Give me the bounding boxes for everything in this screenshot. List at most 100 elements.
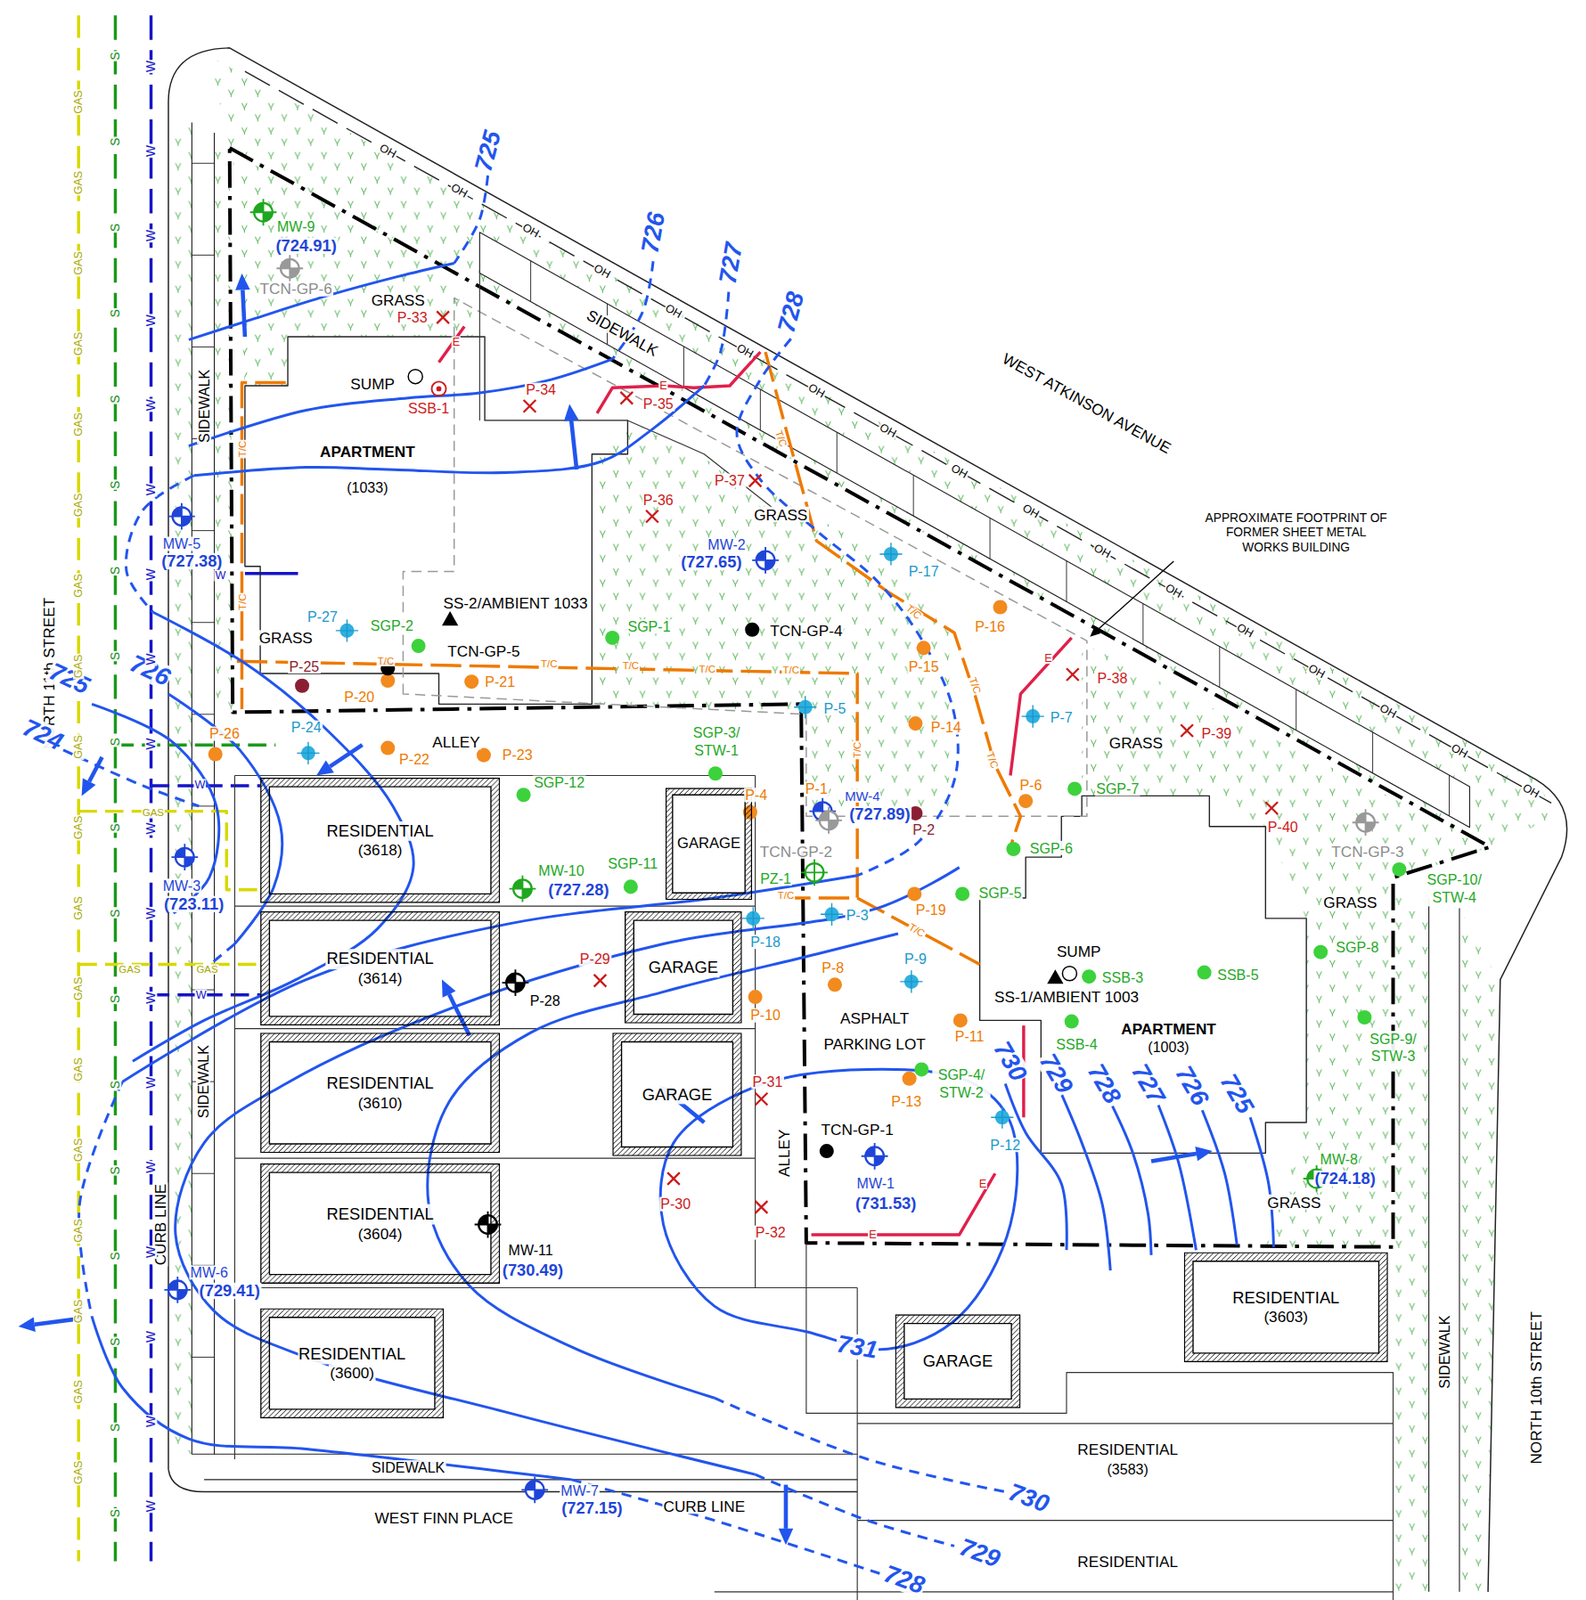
soil-gas-point [1197,965,1212,981]
utility-label: W [145,1245,158,1259]
map-label: (1033) [345,480,390,495]
piezometer-cross [879,542,902,565]
contour-line [91,703,220,914]
boring-label: P-32 [754,1226,787,1241]
building-name: RESIDENTIAL [325,949,434,970]
map-label: RESIDENTIAL [1076,1441,1179,1457]
contour-line [571,1479,880,1574]
sump-symbol [408,369,423,385]
building-name: GARAGE [922,1351,995,1372]
wall-hatch [261,1163,500,1284]
utility-label: GAS [73,331,85,358]
map-label: GRASS [1322,894,1378,910]
utility-label: S [109,822,123,833]
boring-label: P-16 [973,619,1006,634]
monitoring-well [752,547,779,574]
boring-label: P-30 [659,1197,692,1212]
building-name: RESIDENTIAL [325,1204,434,1225]
lot-line [234,906,755,908]
map-label: SS-1/AMBIENT 1003 [993,989,1140,1005]
utility-label: W [145,482,158,497]
map-label: MW-11 [506,1242,554,1258]
utility-label: GAS [141,808,165,818]
utility-label: S [109,1079,123,1090]
boring-x [1180,724,1194,737]
soil-gas-point [708,766,723,781]
boring-x [620,392,633,405]
utility-label: W [145,313,158,328]
utility-label: S [109,1337,123,1348]
boring-label: T/C [966,675,983,696]
building: RESIDENTIAL(3618) [260,777,500,904]
soil-gas-point [604,630,620,646]
contour-label: 728 [880,1561,930,1599]
sample-point-label: SGP-1 [626,619,671,634]
utility-label: W [145,567,158,581]
monitoring-well-cross [163,1276,191,1304]
map-label: WEST ATKINSON AVENUE [999,350,1176,457]
water-line [245,572,299,575]
soil-gas-point [1005,842,1021,857]
piezometer-label: P-3 [845,907,870,923]
contour-line [91,1316,572,1480]
boring-label: P-33 [396,310,429,325]
lot-line [234,1287,858,1289]
map-label: RESIDENTIAL [1076,1553,1179,1570]
utility-label: GAS [73,654,85,680]
sample-point-label: SGP-12 [532,776,586,791]
utility-label: W [145,1076,158,1090]
soil-gas-point [623,879,638,894]
soil-boring-cross [276,254,303,282]
well-label: (727.65) [679,554,744,571]
map-label: TCN-GP-1 [819,1121,894,1137]
telecom-line [765,351,1021,848]
map-label: SIDEWALK [370,1460,447,1475]
soil-boring [276,254,303,282]
contour-label: 730 [1004,1479,1054,1517]
sidewalk-edge [204,1479,858,1480]
soil-gas-point [1067,781,1082,796]
well-label: MW-4 [843,789,882,803]
building: GARAGE [895,1314,1022,1408]
boring-label: P-21 [483,674,516,689]
utility-label: S [109,308,123,319]
map-label: APARTMENT [318,443,417,459]
sidewalk-edge [1428,898,1430,1593]
map-label: WEST FINN PLACE [373,1510,515,1526]
utility-label: GAS [73,1459,85,1486]
utility-label: S [109,1508,123,1519]
utility-label: GAS [73,1218,85,1244]
utility-label: GAS [73,572,85,599]
sidewalk-joint [191,1357,214,1358]
leader-arrow-head [1089,626,1101,638]
boring-label: P-15 [907,659,941,674]
map-label: SS-2/AMBIENT 1033 [441,595,589,611]
boring-label: T/C [376,656,396,667]
flow-arrow [784,1485,789,1529]
boring-label: P-40 [1267,819,1300,834]
boring-label: E [867,1229,878,1242]
utility-label: S [109,651,123,662]
boring-dot [380,741,395,756]
contour-label: 726 [1170,1061,1214,1111]
lot-line [806,1242,1394,1600]
map-label: APARTMENT [1120,1021,1218,1037]
sidewalk-joint [191,713,214,715]
map-label: SIDEWALK [196,368,212,445]
piezometer-label: P-9 [903,952,928,967]
boring-x [667,1172,680,1186]
lot-line [234,775,755,777]
map-label: SUMP [1055,943,1103,959]
wall-hatch [625,912,742,1024]
grey-point-label: TCN-GP-2 [759,843,834,859]
utility-label: W [145,1330,158,1344]
map-label: ASPHALT [839,1011,910,1027]
utility-label: S [109,136,123,147]
well-label: (724.91) [274,237,338,254]
boring-label: E [978,1177,989,1190]
lot-line [234,1028,755,1030]
building-name: GARAGE [641,1084,714,1104]
monitoring-well [168,503,196,531]
flow-arrow [329,744,362,767]
sample-point-label: SSB-3 [1101,970,1145,985]
